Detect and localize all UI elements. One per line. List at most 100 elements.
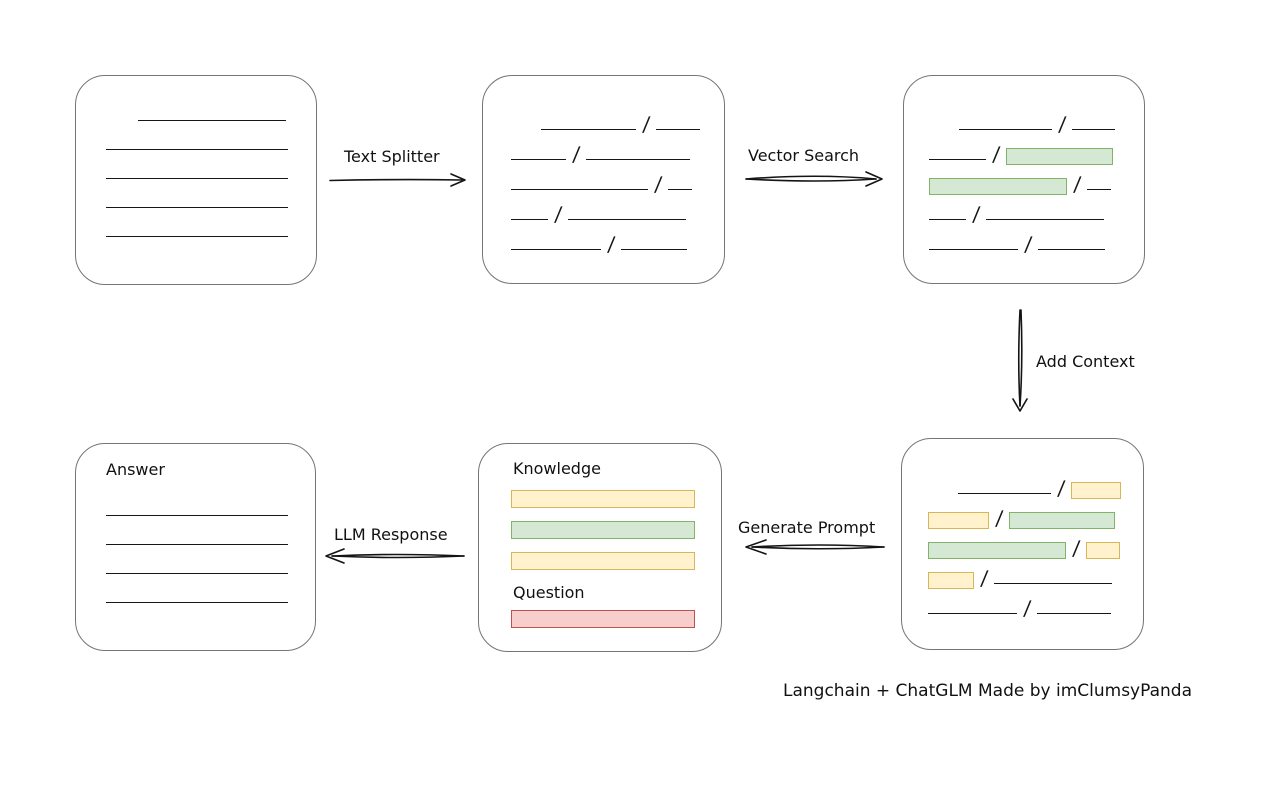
text-row: / xyxy=(928,529,1143,560)
line-segment xyxy=(993,583,1112,584)
text-row: / xyxy=(928,559,1143,590)
add-context-arrow xyxy=(1012,309,1028,412)
text-row: / xyxy=(928,589,1143,620)
line-segment xyxy=(655,129,700,130)
llm-response-arrow xyxy=(325,548,465,564)
prompt-box: Knowledge Question xyxy=(478,443,722,652)
knowledge-bars xyxy=(511,490,721,570)
document-lines xyxy=(76,76,316,237)
context-box: / / / / / xyxy=(901,438,1144,650)
slash-separator: / xyxy=(994,506,1005,530)
green-segment xyxy=(1005,148,1113,165)
add-context-label: Add Context xyxy=(1036,352,1135,371)
slash-separator: / xyxy=(653,172,664,196)
line-segment xyxy=(511,249,601,250)
llm-response-label: LLM Response xyxy=(334,525,448,544)
document-box xyxy=(75,75,317,285)
generate-prompt-arrow xyxy=(745,539,885,555)
line-segment xyxy=(959,129,1052,130)
text-row: / xyxy=(511,135,724,166)
line-segment xyxy=(958,493,1051,494)
slash-separator: / xyxy=(641,112,652,136)
text-row: / xyxy=(928,469,1143,500)
split-chunks-rows: / / / / / xyxy=(483,76,724,256)
green-segment xyxy=(929,178,1067,195)
text-row: / xyxy=(929,105,1144,136)
search-result-rows: ///// xyxy=(904,76,1144,256)
line-segment xyxy=(585,159,690,160)
text-line xyxy=(106,149,288,150)
slash-separator: / xyxy=(571,142,582,166)
yellow-bar xyxy=(511,490,695,508)
credit-text: Langchain + ChatGLM Made by imClumsyPand… xyxy=(783,681,1192,701)
vector-search-label: Vector Search xyxy=(748,146,860,165)
yellow-segment xyxy=(1085,542,1120,559)
slash-separator: / xyxy=(1056,476,1067,500)
text-row: / xyxy=(929,195,1144,226)
line-segment xyxy=(985,219,1104,220)
line-segment xyxy=(567,219,686,220)
text-splitter-label: Text Splitter xyxy=(344,147,440,166)
line-segment xyxy=(667,189,692,190)
slash-separator: / xyxy=(553,202,564,226)
line-segment xyxy=(511,189,648,190)
vector-search-arrow xyxy=(745,171,883,187)
slash-separator: / xyxy=(979,566,990,590)
slash-separator: / xyxy=(1071,536,1082,560)
answer-box: Answer xyxy=(75,443,316,651)
text-row: / xyxy=(511,165,724,196)
text-line xyxy=(106,236,288,237)
question-label: Question xyxy=(513,583,585,602)
yellow-segment xyxy=(1070,482,1121,499)
answer-label: Answer xyxy=(106,460,165,479)
slash-separator: / xyxy=(1072,172,1083,196)
text-row: / xyxy=(511,225,724,256)
generate-prompt-label: Generate Prompt xyxy=(738,518,876,537)
text-line xyxy=(106,207,288,208)
slash-separator: / xyxy=(606,232,617,256)
slash-separator: / xyxy=(1023,232,1034,256)
answer-lines xyxy=(76,444,315,603)
line-segment xyxy=(541,129,636,130)
split-chunks-box: / / / / / xyxy=(482,75,725,284)
yellow-segment xyxy=(928,572,974,589)
question-bars xyxy=(511,610,721,628)
text-splitter-arrow xyxy=(329,173,466,187)
context-rows: / / / / / xyxy=(902,439,1143,620)
text-line xyxy=(106,602,288,603)
text-line xyxy=(106,573,288,574)
text-row: / xyxy=(511,195,724,226)
text-row: / xyxy=(929,225,1144,256)
yellow-segment xyxy=(928,512,989,529)
green-bar xyxy=(511,521,695,539)
red-bar xyxy=(511,610,695,628)
text-line xyxy=(106,544,288,545)
yellow-bar xyxy=(511,552,695,570)
green-segment xyxy=(928,542,1066,559)
text-row: / xyxy=(929,135,1144,166)
knowledge-label: Knowledge xyxy=(513,459,601,478)
slash-separator: / xyxy=(991,142,1002,166)
search-result-box: ///// xyxy=(903,75,1145,284)
text-row: / xyxy=(928,499,1143,530)
slash-separator: / xyxy=(1057,112,1068,136)
text-row: / xyxy=(511,105,724,136)
text-row: / xyxy=(929,165,1144,196)
line-segment xyxy=(1036,613,1111,614)
line-segment xyxy=(928,613,1017,614)
text-line xyxy=(106,178,288,179)
text-line xyxy=(106,515,288,516)
line-segment xyxy=(1037,249,1105,250)
line-segment xyxy=(511,159,566,160)
line-segment xyxy=(929,249,1018,250)
line-segment xyxy=(929,219,966,220)
line-segment xyxy=(1086,189,1111,190)
text-line xyxy=(138,120,286,121)
line-segment xyxy=(1071,129,1115,130)
line-segment xyxy=(620,249,687,250)
line-segment xyxy=(929,159,986,160)
slash-separator: / xyxy=(1022,596,1033,620)
green-segment xyxy=(1008,512,1115,529)
line-segment xyxy=(511,219,548,220)
